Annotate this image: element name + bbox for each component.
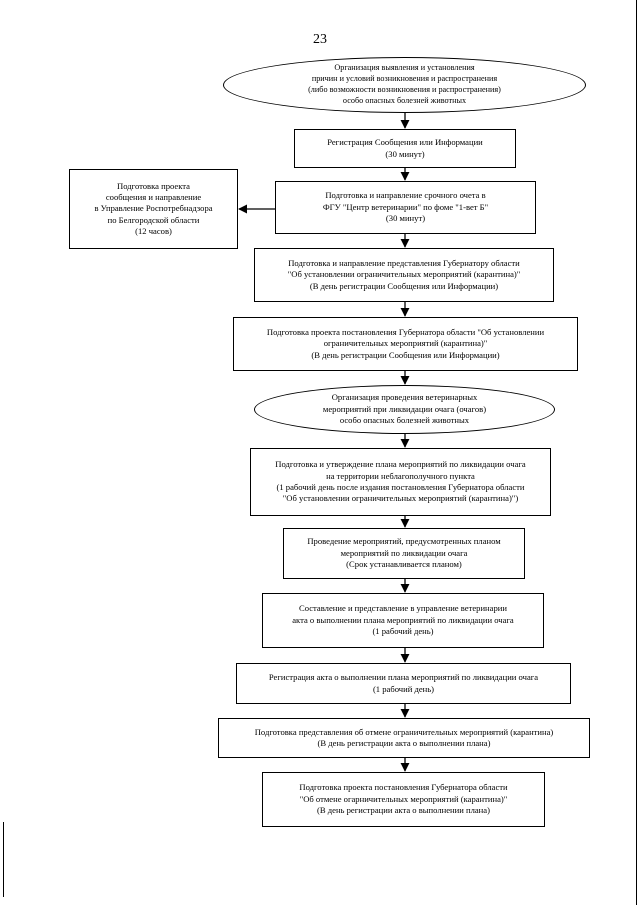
box-registration: Регистрация Сообщения или Информации(30 … <box>294 129 516 168</box>
page-number: 23 <box>313 32 327 47</box>
box-act-submission: Составление и представление в управление… <box>262 593 544 648</box>
box-urgent-report: Подготовка и направление срочного очета … <box>275 181 536 234</box>
page-edge-left <box>3 822 4 897</box>
box-act-registration: Регистрация акта о выполнении плана меро… <box>236 663 571 704</box>
box-draft-resolution: Подготовка проекта постановления Губерна… <box>233 317 578 371</box>
box-governor-submission: Подготовка и направление представления Г… <box>254 248 554 302</box>
page-edge-right <box>636 0 637 905</box>
box-plan-approval: Подготовка и утверждение плана мероприят… <box>250 448 551 516</box>
box-cancel-submission: Подготовка представления об отмене огран… <box>218 718 590 758</box>
box-carry-out: Проведение мероприятий, предусмотренных … <box>283 528 525 579</box>
box-cancel-resolution: Подготовка проекта постановления Губерна… <box>262 772 545 827</box>
